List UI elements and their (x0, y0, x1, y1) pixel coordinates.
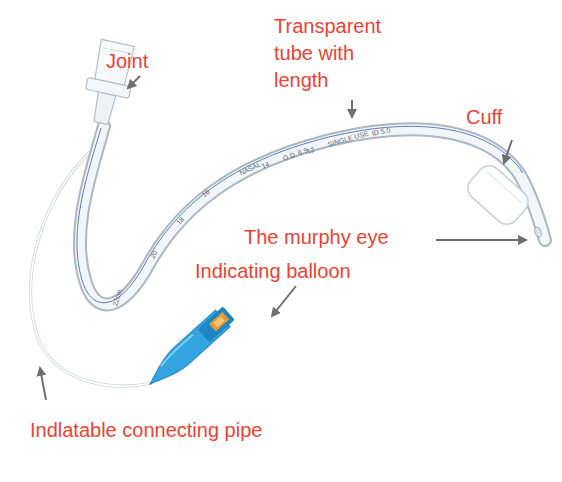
part-label: The murphy eye (244, 224, 389, 251)
cuff-shape (463, 161, 533, 229)
leader-arrows (40, 76, 526, 400)
part-label: Joint (106, 48, 148, 75)
depth-marking: 12 (306, 146, 316, 156)
murphy-eye (533, 226, 542, 237)
tube-lumen (80, 126, 545, 304)
tube-wall (80, 126, 545, 304)
part-label: Cuff (466, 104, 502, 131)
radiopaque-line (77, 126, 523, 302)
part-label: Indlatable connecting pipe (30, 417, 262, 444)
part-label: Transparent tube with length (274, 13, 392, 94)
indicating-balloon (143, 305, 236, 392)
part-label: Indicating balloon (195, 258, 351, 285)
